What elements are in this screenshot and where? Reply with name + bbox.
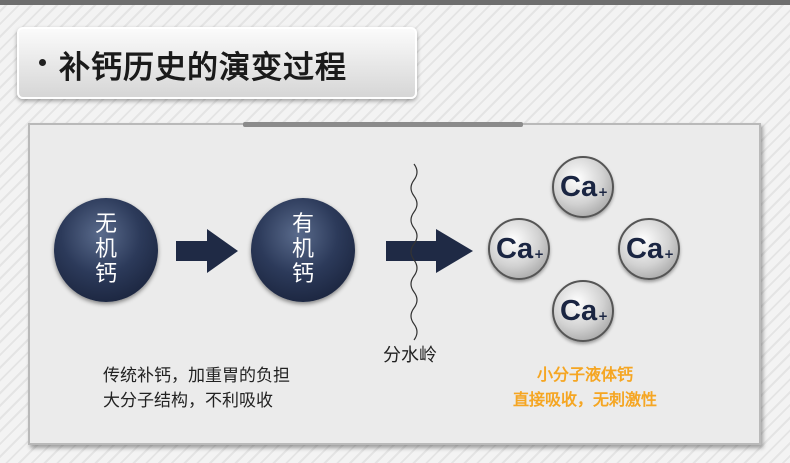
inorganic-calcium-ball: 无机钙 xyxy=(54,198,158,302)
calcium-symbol: Ca xyxy=(626,233,664,265)
calcium-charge: + xyxy=(534,247,545,261)
left-caption-line1: 传统补钙，加重胃的负担 xyxy=(103,366,290,386)
top-bar xyxy=(0,0,790,5)
watershed-label: 分水岭 xyxy=(383,345,437,366)
calcium-symbol: Ca xyxy=(496,233,534,265)
right-caption-line2: 直接吸收，无刺激性 xyxy=(512,390,657,409)
arrow-right-icon-2 xyxy=(386,229,473,273)
calcium-ion-right: Ca + xyxy=(618,218,680,280)
title-banner: 补钙历史的演变过程 xyxy=(17,27,417,99)
arrow-right-icon xyxy=(176,229,238,273)
calcium-charge: + xyxy=(664,247,675,261)
organic-calcium-ball: 有机钙 xyxy=(251,198,355,302)
calcium-charge: + xyxy=(598,309,609,323)
inorganic-calcium-label: 无机钙 xyxy=(94,212,117,287)
calcium-symbol: Ca xyxy=(560,295,598,327)
watershed-line xyxy=(410,163,418,341)
left-caption-line2: 大分子结构，不利吸收 xyxy=(103,391,273,411)
page-title: 补钙历史的演变过程 xyxy=(59,50,347,86)
panel-tab xyxy=(243,122,523,127)
bullet-icon xyxy=(39,59,46,66)
calcium-ion-top: Ca + xyxy=(552,156,614,218)
right-caption-line1: 小分子液体钙 xyxy=(536,365,633,384)
calcium-symbol: Ca xyxy=(560,171,598,203)
calcium-ion-left: Ca + xyxy=(488,218,550,280)
organic-calcium-label: 有机钙 xyxy=(291,212,314,287)
calcium-charge: + xyxy=(598,185,609,199)
calcium-ion-bottom: Ca + xyxy=(552,280,614,342)
